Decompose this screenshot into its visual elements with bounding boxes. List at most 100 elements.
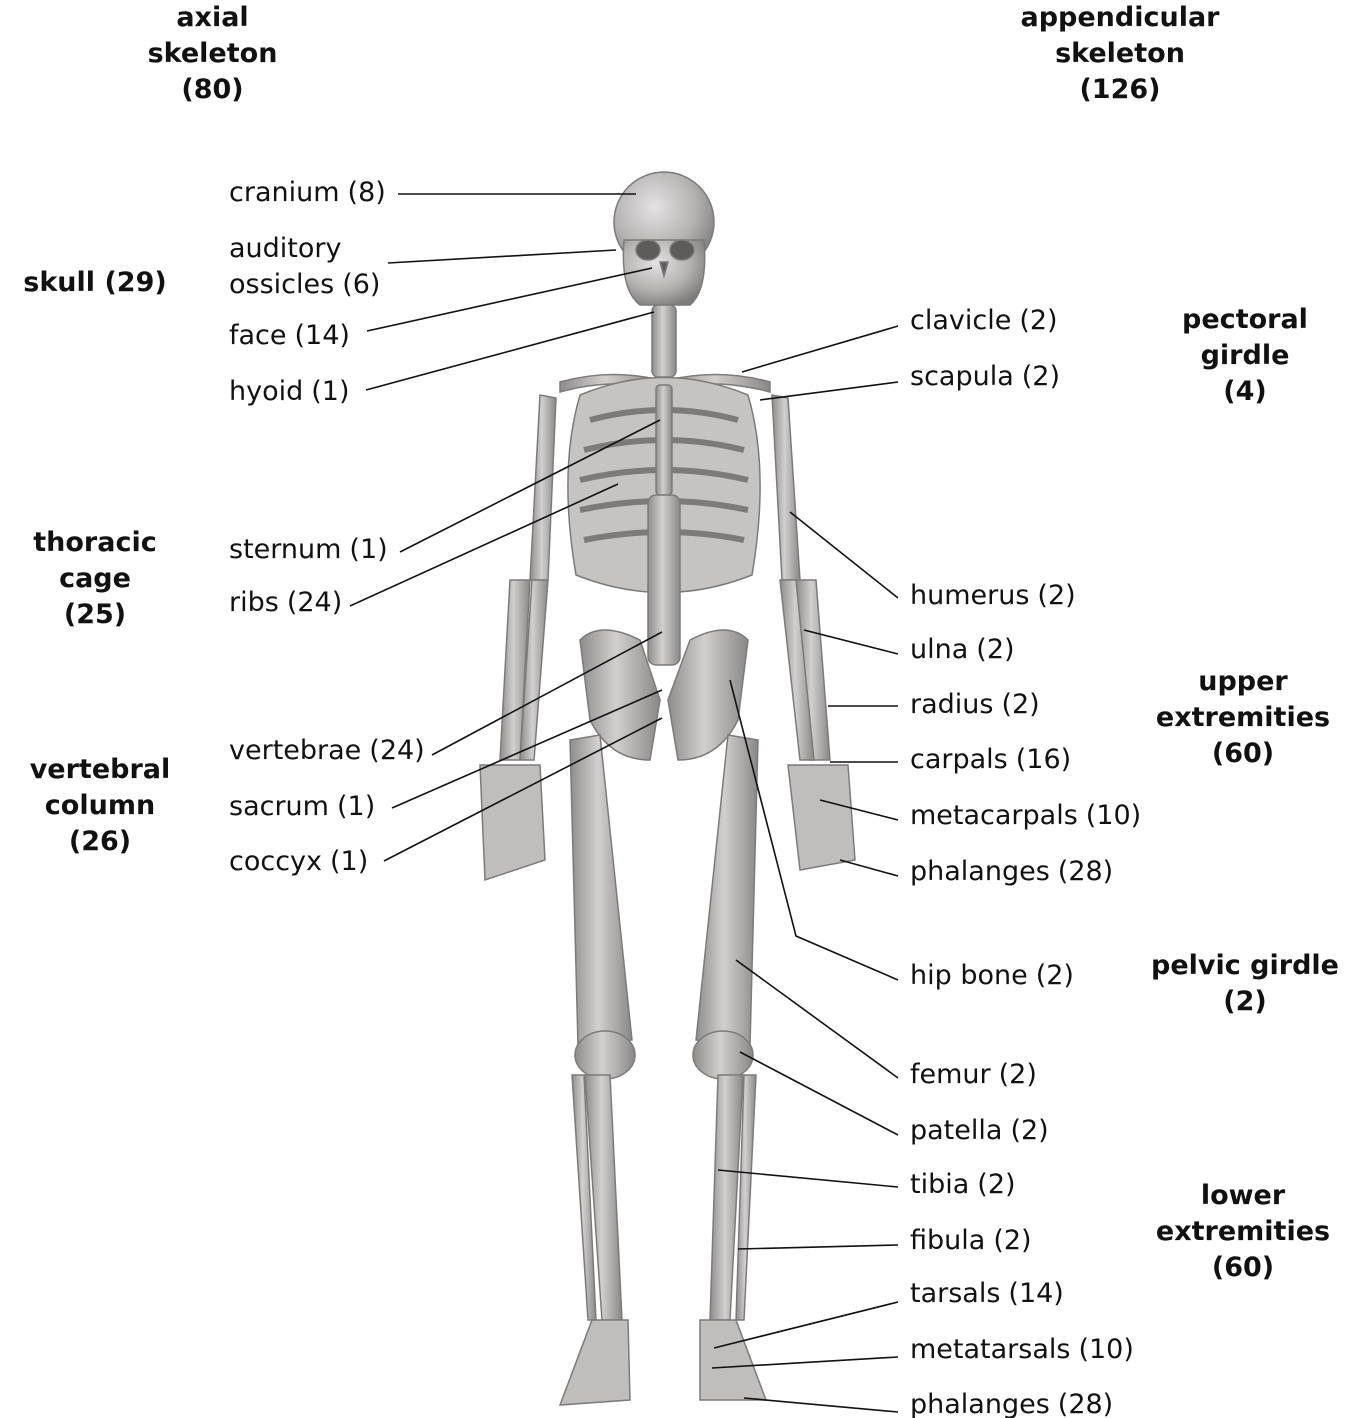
bone-count: (24) (286, 587, 343, 618)
bone-count: (1) (311, 376, 350, 407)
bone-name: humerus (910, 580, 1030, 611)
axial-skeleton-header: axial skeleton (80) (120, 0, 305, 108)
bone-name: tibia (910, 1169, 970, 1200)
group-line: extremities (1155, 1216, 1331, 1247)
bone-count: (8) (347, 177, 386, 208)
bone-name: auditory (229, 233, 342, 264)
label-hip-bone: hip bone(2) (910, 959, 1074, 993)
bone-count: (2) (998, 1059, 1037, 1090)
bone-name: metacarpals (910, 800, 1078, 831)
label-fibula: fibula(2) (910, 1224, 1032, 1258)
group-line: column (44, 790, 156, 821)
bone-count: (2) (1001, 689, 1040, 720)
bone-name: ossicles (229, 269, 335, 300)
bone-count: (2) (1019, 305, 1058, 336)
label-carpals: carpals(16) (910, 743, 1071, 777)
group-line: extremities (1155, 702, 1331, 733)
bone-name: sternum (229, 534, 342, 565)
bone-name: hyoid (229, 376, 304, 407)
bone-name: patella (910, 1115, 1003, 1146)
bone-name: metatarsals (910, 1334, 1071, 1365)
label-vertebrae: vertebrae(24) (229, 734, 425, 768)
bone-count: (14) (294, 320, 350, 351)
bone-name: sacrum (229, 791, 329, 822)
label-auditory-ossicles: auditory (229, 232, 341, 266)
bone-count: (2) (976, 634, 1015, 665)
label-femur: femur(2) (910, 1058, 1037, 1092)
bone-name: ulna (910, 634, 969, 665)
bone-count: (10) (1078, 1334, 1134, 1365)
label-patella: patella(2) (910, 1114, 1049, 1148)
group-line: vertebral (29, 754, 171, 785)
header-line: axial (176, 2, 249, 33)
bone-name: carpals (910, 744, 1008, 775)
appendicular-skeleton-header: appendicular skeleton (126) (1005, 0, 1235, 108)
label-coccyx: coccyx(1) (229, 845, 368, 879)
skeleton-bones (479, 171, 856, 1406)
bone-count: (1) (349, 534, 388, 565)
bone-name: coccyx (229, 846, 323, 877)
group-line: (2) (1223, 986, 1267, 1017)
group-vertebral-column: vertebral column (26) (20, 752, 180, 860)
bone-name: femur (910, 1059, 991, 1090)
group-line: lower (1200, 1180, 1286, 1211)
bone-count: (28) (1057, 1389, 1114, 1418)
bone-name: face (229, 320, 287, 351)
group-line: upper (1198, 666, 1288, 697)
group-line: girdle (1200, 340, 1290, 371)
label-tarsals: tarsals(14) (910, 1277, 1064, 1311)
group-line: (4) (1223, 376, 1267, 407)
group-line: (26) (68, 826, 132, 857)
bone-name: clavicle (910, 305, 1012, 336)
label-hand-phalanges: phalanges(28) (910, 855, 1113, 889)
group-line: (60) (1211, 1252, 1275, 1283)
label-humerus: humerus(2) (910, 579, 1076, 613)
leader-lines (349, 193, 899, 1413)
bone-count: (2) (977, 1169, 1016, 1200)
label-cranium: cranium(8) (229, 176, 386, 210)
group-upper-extremities: upper extremities (60) (1148, 664, 1338, 772)
header-line: (126) (1079, 74, 1161, 105)
bone-name: tarsals (910, 1278, 1001, 1309)
bone-count: (2) (1021, 361, 1061, 392)
label-face: face(14) (229, 319, 350, 353)
label-auditory-ossicles-line2: ossicles(6) (229, 268, 380, 302)
bone-name: hip bone (910, 960, 1028, 991)
bone-name: ribs (229, 587, 279, 618)
bone-count: (16) (1015, 744, 1072, 775)
group-line: skull (29) (23, 267, 167, 298)
bone-count: (1) (336, 791, 376, 822)
label-ulna: ulna(2) (910, 633, 1015, 667)
bone-count: (6) (342, 269, 381, 300)
header-line: skeleton (1055, 38, 1185, 69)
label-sacrum: sacrum(1) (229, 790, 375, 824)
group-line: (60) (1211, 738, 1275, 769)
bone-count: (28) (1057, 856, 1114, 887)
bone-name: cranium (229, 177, 340, 208)
group-line: thoracic (33, 527, 157, 558)
bone-count: (2) (993, 1225, 1032, 1256)
group-skull: skull (29) (20, 265, 170, 301)
header-line: (80) (181, 74, 244, 105)
bone-count: (14) (1008, 1278, 1064, 1309)
bone-name: phalanges (910, 856, 1050, 887)
group-thoracic-cage: thoracic cage (25) (20, 525, 170, 633)
group-line: (25) (63, 599, 127, 630)
label-foot-phalanges: phalanges(28) (910, 1388, 1113, 1418)
label-metatarsals: metatarsals(10) (910, 1333, 1134, 1367)
bone-count: (24) (369, 735, 425, 766)
label-hyoid: hyoid(1) (229, 375, 350, 409)
bone-name: radius (910, 689, 994, 720)
bone-count: (10) (1085, 800, 1142, 831)
bone-count: (2) (1037, 580, 1076, 611)
label-radius: radius(2) (910, 688, 1040, 722)
label-scapula: scapula(2) (910, 360, 1060, 394)
bone-count: (2) (1035, 960, 1074, 991)
bone-name: vertebrae (229, 735, 362, 766)
bone-name: phalanges (910, 1389, 1050, 1418)
label-sternum: sternum(1) (229, 533, 388, 567)
group-line: pectoral (1182, 304, 1308, 335)
label-ribs: ribs(24) (229, 586, 342, 620)
